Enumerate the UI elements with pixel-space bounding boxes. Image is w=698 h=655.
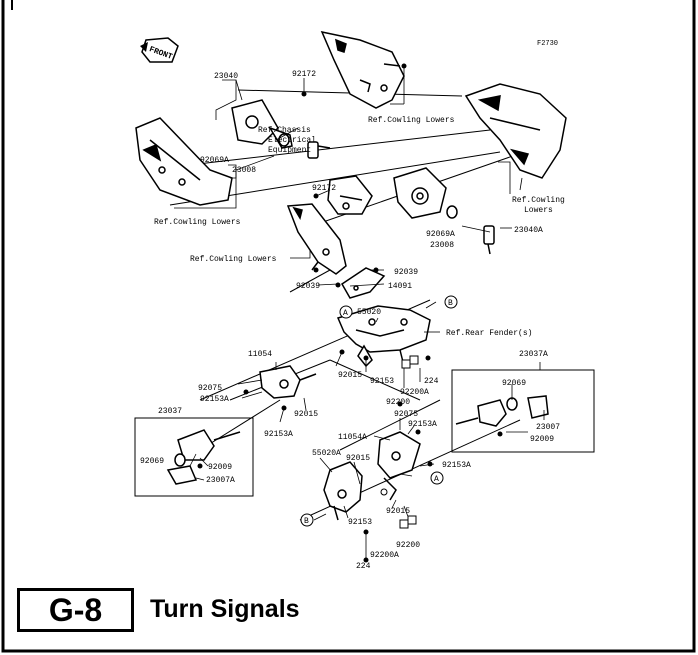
left-cowling-panel (135, 117, 233, 206)
label-92200A-b: 92200A (370, 551, 399, 560)
label-92200A-a: 92200A (400, 388, 429, 397)
lower-cowling-panel (286, 203, 347, 275)
label-ref-cowl-bottom: Ref.Cowling Lowers (190, 255, 277, 264)
label-ref-cowl-top: Ref.Cowling Lowers (368, 116, 455, 125)
label-92039-b: 92039 (296, 282, 320, 291)
front-turn-signal-bracket-right (393, 167, 447, 219)
rear-lamp-group-right (451, 369, 595, 453)
center-bracket-left (327, 175, 373, 215)
label-23037A: 23037A (519, 350, 548, 359)
callout-b-bottom: B (300, 513, 314, 527)
label-92153-b: 92153 (348, 518, 372, 527)
upper-cowling-panel (320, 30, 405, 109)
rear-turn-signal-right (455, 395, 549, 427)
label-92069A-right: 92069A (426, 230, 455, 239)
left-rear-bracket-11054 (259, 365, 317, 399)
center-stay-14091 (341, 267, 386, 299)
label-92172-mid: 92172 (312, 184, 336, 193)
label-92039-a: 92039 (394, 268, 418, 277)
label-92069-left: 92069 (140, 457, 164, 466)
label-ref-rear-fender: Ref.Rear Fender(s) (446, 329, 532, 338)
label-92009-right: 92009 (530, 435, 554, 444)
label-92069-right: 92069 (502, 379, 526, 388)
label-92153A-c: 92153A (442, 461, 471, 470)
svg-text:A: A (434, 475, 439, 484)
label-92015-a: 92015 (338, 371, 362, 380)
label-23007: 23007 (536, 423, 560, 432)
label-ref-cowl-right-2: Lowers (524, 206, 553, 215)
right-cowling-panel (464, 83, 567, 179)
label-92075-right: 92075 (394, 410, 418, 419)
label-11054A: 11054A (338, 433, 367, 442)
label-23037: 23037 (158, 407, 182, 416)
label-55020: 55020 (357, 308, 381, 317)
label-92172-top: 92172 (292, 70, 316, 79)
label-55020A: 55020A (312, 449, 341, 458)
label-23040: 23040 (214, 72, 238, 81)
label-92075-left: 92075 (198, 384, 222, 393)
callout-a-top: A (339, 305, 353, 319)
label-92153A-left: 92153A (200, 395, 229, 404)
label-92153-a: 92153 (370, 377, 394, 386)
label-23008-left: 23008 (232, 166, 256, 175)
label-92200-a: 92200 (386, 398, 410, 407)
figure-id: F2730 (537, 40, 558, 48)
label-ref-chassis-3: Equipment (268, 146, 311, 155)
label-224-a: 224 (424, 377, 439, 386)
callout-b-top: B (444, 295, 458, 309)
label-92015-d: 92015 (386, 507, 410, 516)
label-ref-cowl-right-1: Ref.Cowling (512, 196, 565, 205)
label-ref-cowl-left: Ref.Cowling Lowers (154, 218, 241, 227)
label-23007A: 23007A (206, 476, 235, 485)
label-ref-chassis-1: Ref.Chassis (258, 126, 311, 135)
callout-a-bottom: A (430, 471, 444, 485)
label-92200-b: 92200 (396, 541, 420, 550)
front-turn-signal-lamp-right (446, 205, 495, 255)
section-code: G-8 (48, 592, 103, 628)
label-224-b: 224 (356, 562, 371, 571)
rear-turn-signal-left (166, 429, 241, 485)
part-labels: 23040 92172 Ref.Cowling Lowers Ref.Chass… (140, 70, 565, 571)
label-ref-chassis-2: Electrical (268, 136, 316, 145)
label-92153A-right: 92153A (408, 420, 437, 429)
label-92069A-left: 92069A (200, 156, 229, 165)
section-code-box: G-8 (17, 588, 134, 632)
label-92015-b: 92015 (294, 410, 318, 419)
label-92009-left: 92009 (208, 463, 232, 472)
small-clips (380, 355, 419, 529)
fastener-dots (197, 63, 503, 563)
rear-lamp-group-left (134, 417, 254, 497)
label-23040A: 23040A (514, 226, 543, 235)
leader-lines (174, 66, 545, 558)
label-14091: 14091 (388, 282, 412, 291)
label-11054: 11054 (248, 350, 272, 359)
right-rear-bracket-11054A (377, 431, 421, 501)
label-23008-right: 23008 (430, 241, 454, 250)
svg-text:A: A (343, 309, 348, 318)
label-92015-c: 92015 (346, 454, 370, 463)
svg-text:B: B (448, 299, 453, 308)
rear-bracket-55020A (323, 461, 363, 521)
label-92153A-b: 92153A (264, 430, 293, 439)
front-arrow-icon: FRONT (140, 37, 179, 63)
svg-text:B: B (304, 517, 309, 526)
section-title: Turn Signals (150, 595, 300, 623)
